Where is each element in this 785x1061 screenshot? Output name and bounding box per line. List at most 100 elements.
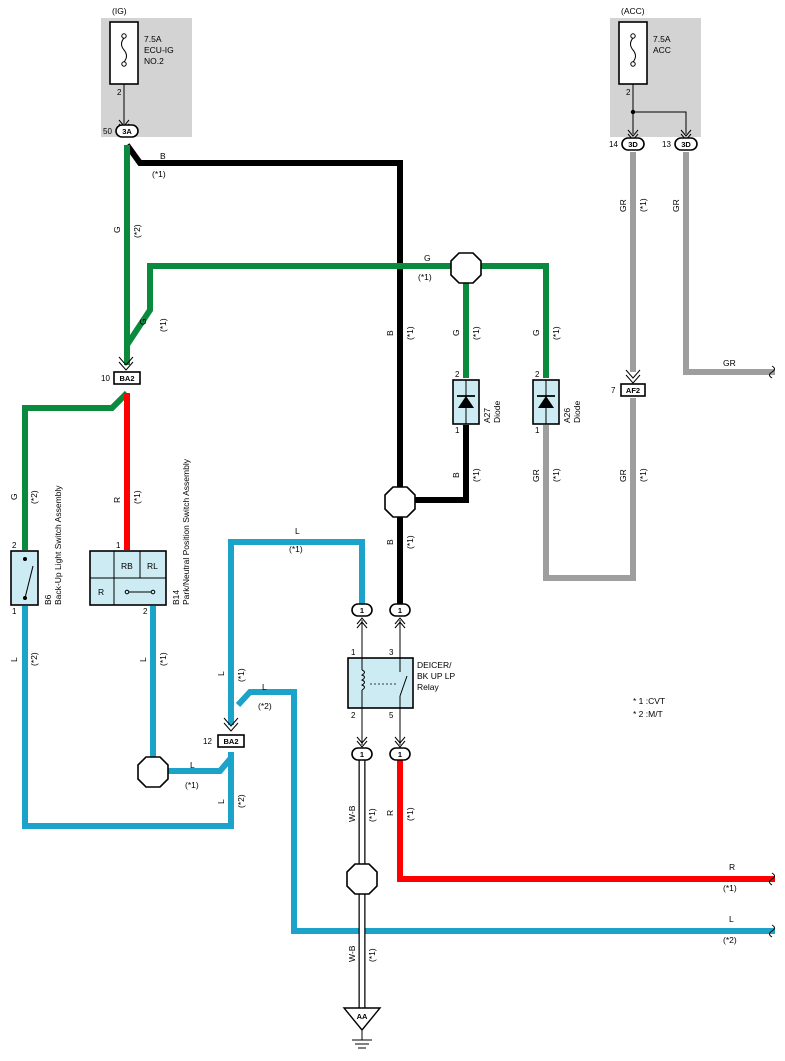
label-l-b6: L [9,657,19,662]
connector-ba2-top-label: BA2 [119,374,134,383]
label-b-a27: B [451,472,461,478]
a27-diode: 2 1 A27 Diode [452,370,502,435]
a26-code: A26 [562,408,572,423]
label-gr-af2-v: (*1) [638,468,648,482]
label-g-b6-v: (*2) [29,490,39,504]
ig-fuse-source: (IG) [112,6,127,16]
a27-code: A27 [482,408,492,423]
connector-ba2-bottom: BA2 12 [203,717,245,748]
wire-black-b-main [124,143,403,610]
a26-name: Diode [572,401,582,423]
b14-pin-top: 1 [116,541,121,550]
connector-ba2-bottom-pin: 12 [203,737,212,746]
relay-pin2: 2 [351,711,356,720]
label-l-right-v: (*2) [723,935,737,945]
relay-pin3: 3 [389,648,394,657]
label-g-cvt-v: (*1) [158,318,168,332]
label-g-horiz-v: (*1) [418,272,432,282]
connector-3d-13-label: 3D [681,140,691,149]
note-mt: * 2 :M/T [633,709,663,719]
svg-text:1: 1 [398,750,402,759]
label-g-a26: G [531,329,541,336]
label-l-splice-v: (*1) [185,780,199,790]
relay-connector-bottom-right: 1 [389,708,411,761]
label-g-cvt: G [138,318,148,325]
a26-diode: 2 1 A26 Diode [532,370,582,435]
b14-code: B14 [171,590,181,605]
relay-connector-top-right: 1 [389,603,411,658]
b14-cell-rl: RL [147,561,158,571]
wire-black-b-a27 [400,425,469,503]
connector-3a-pin: 50 [103,127,112,136]
label-g-b6: G [9,493,19,500]
ig-fuse-name1: ECU-IG [144,45,174,55]
label-l-relay-v: (*1) [289,544,303,554]
label-gr-out: GR [723,358,736,368]
label-l-b14: L [138,657,148,662]
b6-code: B6 [43,594,53,605]
connector-ba2-top-pin: 10 [101,374,110,383]
label-l-ba2-v: (*1) [236,668,246,682]
splice-black [384,486,416,518]
label-g-a27-v: (*1) [471,326,481,340]
label-wb-lower: W-B [347,945,357,962]
connector-af2-pin: 7 [611,386,616,395]
connector-3a-label: 3A [122,127,132,136]
connector-3a: 3A 50 [103,119,139,138]
label-l-bot-v: (*2) [236,794,246,808]
wire-blue-l-splice [166,756,234,774]
a26-pin-bottom: 1 [535,426,540,435]
a27-pin-top: 2 [455,370,460,379]
label-g-a26-v: (*1) [551,326,561,340]
connector-3d-14-pin: 14 [609,140,618,149]
label-gr-13: GR [671,199,681,212]
acc-fuse: (ACC) 7.5A ACC 2 [618,6,687,134]
relay-name2: BK UP LP [417,671,455,681]
svg-text:1: 1 [398,606,402,615]
a26-pin-top: 2 [535,370,540,379]
label-r-b14-v: (*1) [132,490,142,504]
label-b-top: B [160,151,166,161]
svg-text:1: 1 [360,750,364,759]
label-l-splice: L [190,760,195,770]
acc-fuse-pin: 2 [626,88,631,97]
ig-fuse-rating: 7.5A [144,34,162,44]
splice-blue [137,756,169,788]
relay-pin5: 5 [389,711,394,720]
connector-ba2-bottom-label: BA2 [223,737,238,746]
acc-fuse-source: (ACC) [621,6,645,16]
wire-green-g-b6 [22,390,130,550]
wire-end-l [769,924,775,938]
wire-green-g-cvt [124,263,549,378]
b14-pin-bottom: 2 [143,607,148,616]
label-r-right-v: (*1) [723,883,737,893]
label-b-lower: B [385,539,395,545]
label-gr-a26: GR [531,469,541,482]
b6-switch: 2 1 B6 Back-Up Light Switch Assembly [10,485,63,616]
connector-3d-14: 3D 14 [609,129,645,151]
wire-gray-gr-diodes [543,398,636,581]
connector-3d-14-label: 3D [628,140,638,149]
label-gr-14-v: (*1) [638,198,648,212]
relay-connector-bottom-left: 1 [351,708,373,761]
acc-fuse-name1: ACC [653,45,671,55]
label-gr-af2: GR [618,469,628,482]
wire-blue-l-relay [228,539,365,725]
b14-name: Park/Neutral Position Switch Assembly [181,458,191,605]
connector-3d-13-pin: 13 [662,140,671,149]
label-r-relay: R [385,810,395,816]
b6-name: Back-Up Light Switch Assembly [53,485,63,605]
svg-text:1: 1 [360,606,364,615]
relay-pin1: 1 [351,648,356,657]
label-l-ba2: L [216,671,226,676]
wire-end-r [769,872,775,886]
label-gr-a26-v: (*1) [551,468,561,482]
label-b-lower-v: (*1) [405,535,415,549]
b6-pin-top: 2 [12,541,17,550]
relay-connector-top-left: 1 [351,603,373,658]
label-g-main: G [112,226,122,233]
wire-blue-l-out [235,689,775,934]
label-l-out: L [262,682,267,692]
ig-fuse-pin: 2 [117,88,122,97]
label-wb-upper-v: (*1) [367,808,377,822]
